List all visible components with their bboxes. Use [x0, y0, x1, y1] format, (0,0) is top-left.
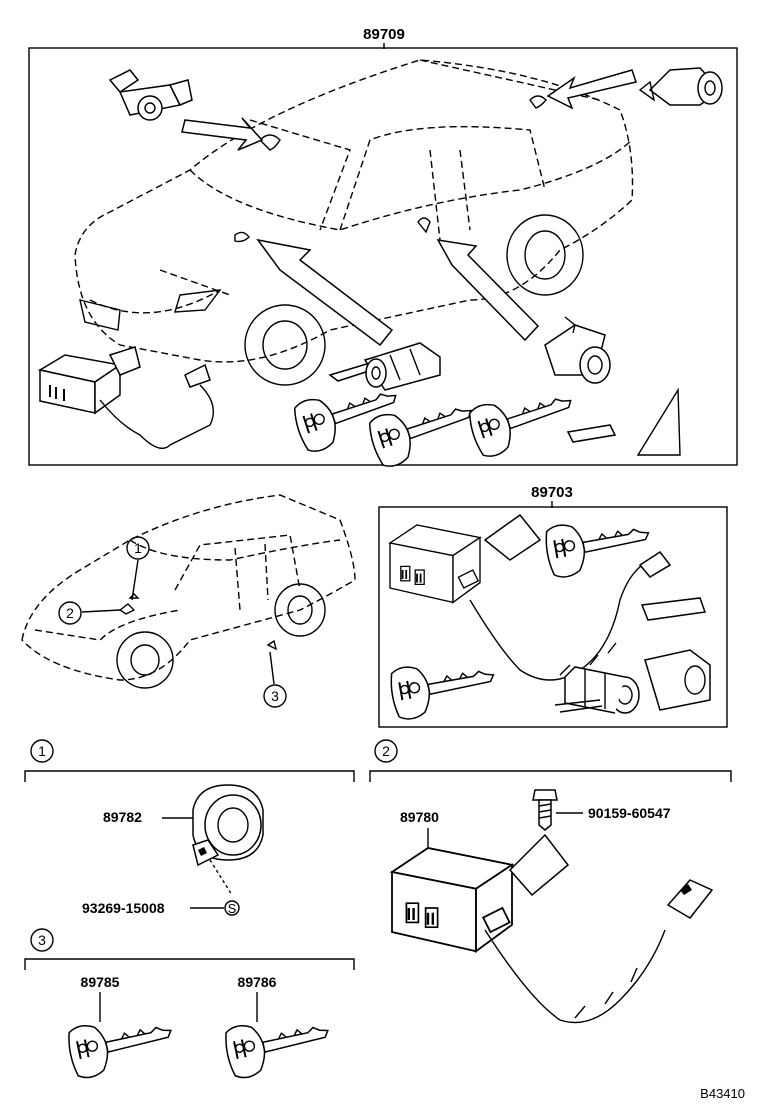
lock-cylinder-rear	[638, 67, 723, 106]
keys-top	[289, 372, 581, 471]
group2-marker: 2	[382, 743, 390, 759]
bolt-part-number: 90159-60547	[588, 805, 671, 821]
ecu-harness	[484, 833, 714, 1024]
kit-card-key	[640, 597, 707, 621]
key-a-part-number: 89785	[81, 974, 120, 990]
lock-cylinder-front-left	[108, 69, 193, 121]
kit-frame	[378, 506, 728, 728]
group1-marker: 1	[38, 743, 46, 759]
assembly-part-number: 89709	[363, 26, 405, 43]
overview-callouts: 1 2 3	[58, 536, 287, 708]
group1-marker-circle	[30, 739, 54, 763]
transponder-ecu	[390, 846, 514, 953]
group2-marker-circle	[374, 739, 398, 763]
transponder-coil	[192, 784, 264, 867]
coil-part-number: 89782	[103, 809, 142, 825]
group3-marker: 3	[38, 932, 46, 948]
group3-bracket	[24, 958, 355, 970]
callout-1: 1	[134, 540, 142, 556]
key-89785	[64, 1007, 178, 1082]
group1-bracket	[24, 770, 355, 782]
label-plate-top	[636, 387, 681, 456]
door-lock-cylinder-right	[544, 316, 611, 384]
car-overview	[21, 494, 356, 689]
kit-part-number: 89703	[531, 484, 573, 501]
kit-ecu	[389, 524, 481, 604]
callout-2: 2	[66, 605, 74, 621]
ignition-cylinder-top	[328, 342, 441, 391]
screw-marker-circle	[224, 900, 240, 916]
screw-dotted-leader	[209, 859, 233, 896]
mounting-bolt	[532, 789, 558, 831]
ecu-harness-top	[37, 346, 214, 449]
group3-marker-circle	[30, 928, 54, 952]
car-illustration-top	[74, 59, 634, 386]
diagram-id: B43410	[700, 1086, 745, 1101]
key-89786	[221, 1007, 335, 1082]
group2-bracket	[369, 770, 732, 782]
kit-lock-cylinder	[554, 649, 711, 713]
callout-3: 3	[271, 688, 279, 704]
key-b-part-number: 89786	[238, 974, 277, 990]
pointer-arrows-top	[181, 69, 637, 347]
screw-part-number: 93269-15008	[82, 900, 165, 916]
ecu-part-number: 89780	[400, 809, 439, 825]
card-key-top	[566, 424, 617, 443]
screw-marker: S	[228, 901, 237, 916]
